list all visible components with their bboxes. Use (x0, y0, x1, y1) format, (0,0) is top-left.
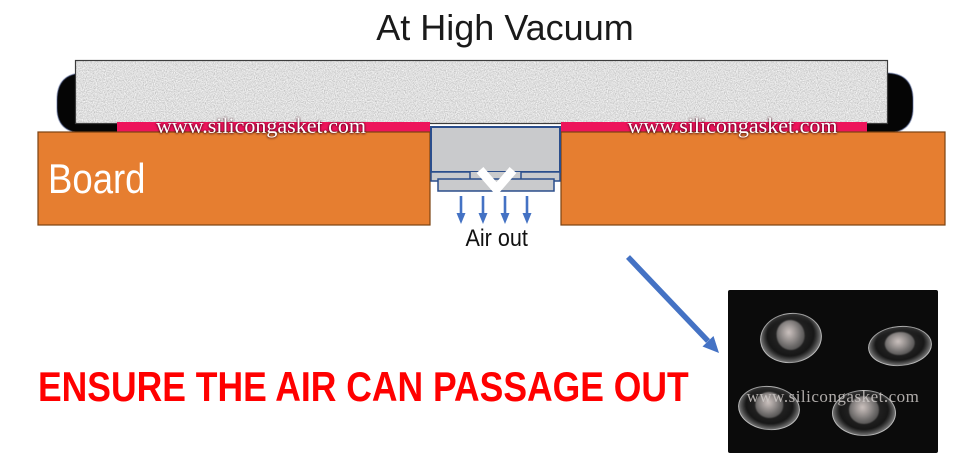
air-out-arrow (500, 196, 510, 224)
granite-slab-border (74, 59, 889, 125)
suction-valve-disc (866, 323, 934, 369)
callout-arrow (626, 255, 719, 353)
gasket-strip-left (117, 122, 430, 132)
photo-watermark: www.silicongasket.com (746, 387, 920, 406)
board-left (37, 131, 431, 226)
air-out-label-box: Air out (437, 225, 557, 253)
suction-valve-disc (832, 390, 896, 436)
gasket-strip-right (561, 122, 867, 132)
product-photo: www.silicongasket.com (728, 290, 938, 453)
board-label: Board (48, 154, 146, 202)
valve-body (430, 126, 561, 173)
board-right (560, 131, 946, 226)
granite-slab (75, 60, 888, 124)
board-label-box: Board (38, 132, 430, 225)
valve-center-filler (468, 172, 523, 181)
warning-text: ENSURE THE AIR CAN PASSAGE OUT (38, 363, 689, 410)
valve-outlet-chevron (476, 167, 517, 196)
air-out-arrow (478, 196, 488, 224)
valve-nub (849, 396, 879, 424)
slide-title: At High Vacuum (376, 7, 634, 48)
suction-valve-disc (756, 308, 826, 368)
valve-nub (883, 330, 916, 357)
air-out-arrow (522, 196, 532, 224)
warning-text-box: ENSURE THE AIR CAN PASSAGE OUT (38, 366, 808, 408)
air-out-arrows (456, 196, 532, 224)
valve-nub (774, 317, 807, 352)
air-out-arrow (456, 196, 466, 224)
air-out-label: Air out (465, 225, 529, 252)
